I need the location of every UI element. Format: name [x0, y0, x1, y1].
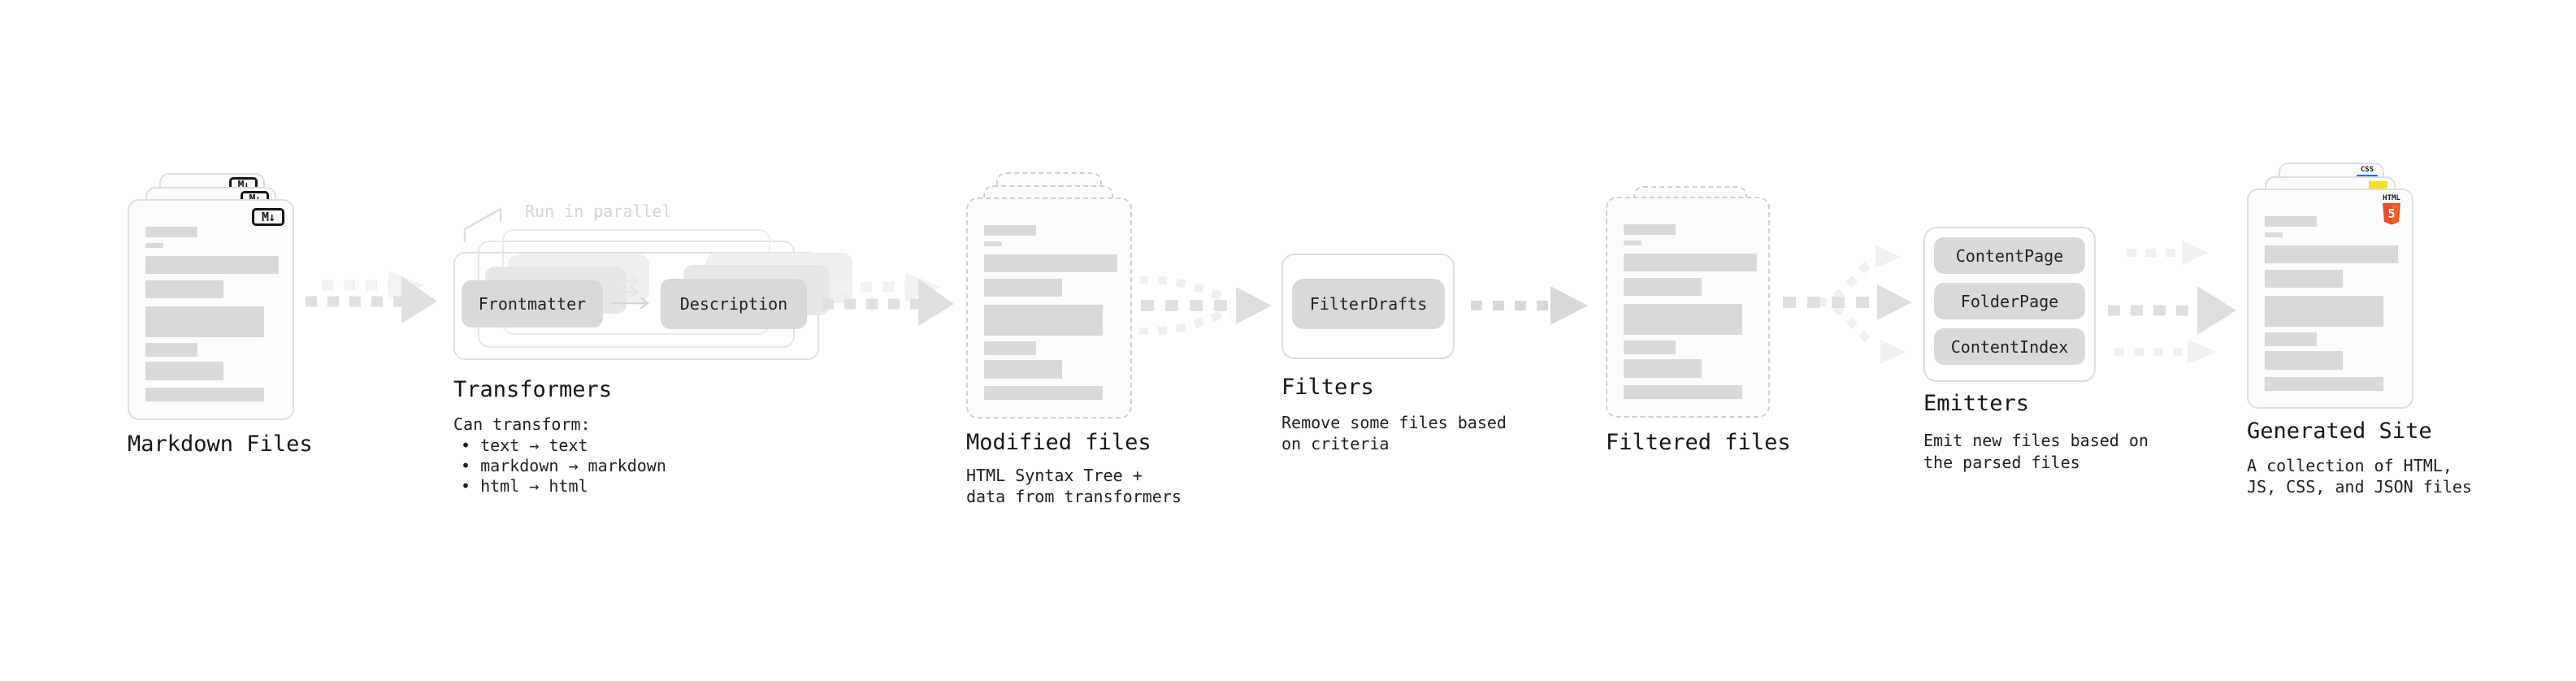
- markdown-file-card: M↓: [128, 199, 294, 420]
- text-line-placeholder: [2265, 377, 2383, 391]
- text-line-placeholder: [145, 388, 264, 401]
- text-line-placeholder: [145, 227, 197, 237]
- text-line-placeholder: [145, 256, 279, 274]
- text-line-placeholder: [2265, 245, 2398, 263]
- html5-icon: HTML 5: [2378, 194, 2405, 225]
- emitter-pill-contentindex: ContentIndex: [1934, 328, 2085, 365]
- text-line-placeholder: [984, 305, 1103, 336]
- text-line-placeholder: [1624, 304, 1742, 335]
- emitter-pill-contentpage: ContentPage: [1934, 237, 2085, 274]
- text-line-placeholder: [2265, 332, 2317, 346]
- callout-line: [463, 206, 502, 242]
- text-line-placeholder: [1624, 278, 1702, 296]
- markdown-icon-label: M↓: [261, 210, 275, 224]
- bullet-item: • text → text: [461, 436, 588, 455]
- text-line-placeholder: [1624, 340, 1676, 354]
- pill-label: ContentPage: [1955, 245, 2064, 266]
- parallel-arrows-icon: [611, 274, 649, 310]
- text-line-placeholder: [1624, 224, 1676, 235]
- flow-arrow-filters-to-filtered: [1471, 286, 1588, 325]
- pill-label: Description: [679, 294, 788, 314]
- text-line-placeholder: [1624, 254, 1757, 271]
- html5-shield: 5: [2383, 203, 2400, 225]
- text-line-placeholder: [145, 362, 223, 380]
- flow-arrows-emitters-to-generated: [2108, 241, 2236, 364]
- pill-label: ContentIndex: [1950, 336, 2069, 357]
- html5-icon-label: HTML: [2383, 194, 2400, 202]
- text-line-placeholder: [1624, 385, 1742, 399]
- stage-label-emitters: Emitters: [1923, 391, 2030, 416]
- stage-label-modified-files: Modified files: [966, 430, 1151, 455]
- filter-pill-filterdrafts: FilterDrafts: [1292, 279, 1445, 329]
- stage-label-generated-site: Generated Site: [2247, 419, 2432, 444]
- markdown-icon: M↓: [252, 208, 284, 226]
- text-line-placeholder: [1624, 359, 1702, 378]
- pill-label: FolderPage: [1960, 291, 2059, 311]
- filters-sublabel: Remove some files based on criteria: [1281, 413, 1507, 453]
- text-line-placeholder: [145, 280, 223, 298]
- transformer-pill-frontmatter: Frontmatter: [462, 280, 603, 327]
- text-line-placeholder: [984, 254, 1117, 272]
- text-line-placeholder: [1624, 241, 1641, 245]
- text-line-placeholder: [145, 306, 264, 337]
- flow-arrow-transformers-to-modified: [822, 272, 954, 326]
- flow-arrow-markdown-to-transformers: [306, 271, 437, 323]
- stage-label-transformers: Transformers: [453, 377, 613, 402]
- generated-site-sublabel: A collection of HTML, JS, CSS, and JSON …: [2247, 456, 2472, 497]
- transformers-bullet-list: • text → text • markdown → markdown • ht…: [461, 436, 666, 497]
- transformer-pill-description: Description: [661, 279, 807, 329]
- filtered-file-card: [1606, 197, 1770, 418]
- html5-number: 5: [2387, 206, 2395, 221]
- text-line-placeholder: [984, 360, 1062, 379]
- flow-arrow-modified-to-filters: [1138, 276, 1272, 335]
- text-line-placeholder: [2265, 351, 2343, 370]
- text-line-placeholder: [145, 343, 197, 357]
- bullet-item: • html → html: [461, 476, 588, 496]
- text-line-placeholder: [984, 225, 1036, 236]
- modified-files-sublabel: HTML Syntax Tree + data from transformer…: [966, 466, 1182, 506]
- css-icon-label: CSS: [2360, 166, 2374, 174]
- text-line-placeholder: [2265, 216, 2317, 227]
- stage-label-filtered-files: Filtered files: [1606, 430, 1791, 455]
- text-line-placeholder: [2265, 270, 2343, 288]
- text-line-placeholder: [2265, 232, 2283, 237]
- transformers-sub-title: Can transform:: [453, 414, 591, 434]
- modified-file-card: [966, 197, 1132, 419]
- pill-label: FilterDrafts: [1309, 294, 1428, 314]
- stage-label-markdown-files: Markdown Files: [128, 432, 313, 457]
- flow-arrow-filtered-to-emitters: [1783, 245, 1912, 364]
- stage-label-filters: Filters: [1281, 375, 1374, 400]
- run-in-parallel-callout: Run in parallel: [525, 202, 672, 221]
- emitter-pill-folderpage: FolderPage: [1934, 283, 2085, 319]
- text-line-placeholder: [984, 386, 1103, 400]
- text-line-placeholder: [145, 243, 163, 248]
- text-line-placeholder: [984, 341, 1036, 355]
- bullet-item: • markdown → markdown: [461, 456, 666, 475]
- text-line-placeholder: [2265, 296, 2383, 327]
- emitters-sublabel: Emit new files based on the parsed files: [1923, 431, 2149, 472]
- text-line-placeholder: [984, 279, 1062, 297]
- generated-file-card-html: HTML 5: [2247, 189, 2413, 409]
- pill-label: Frontmatter: [478, 294, 587, 314]
- text-line-placeholder: [984, 241, 1002, 246]
